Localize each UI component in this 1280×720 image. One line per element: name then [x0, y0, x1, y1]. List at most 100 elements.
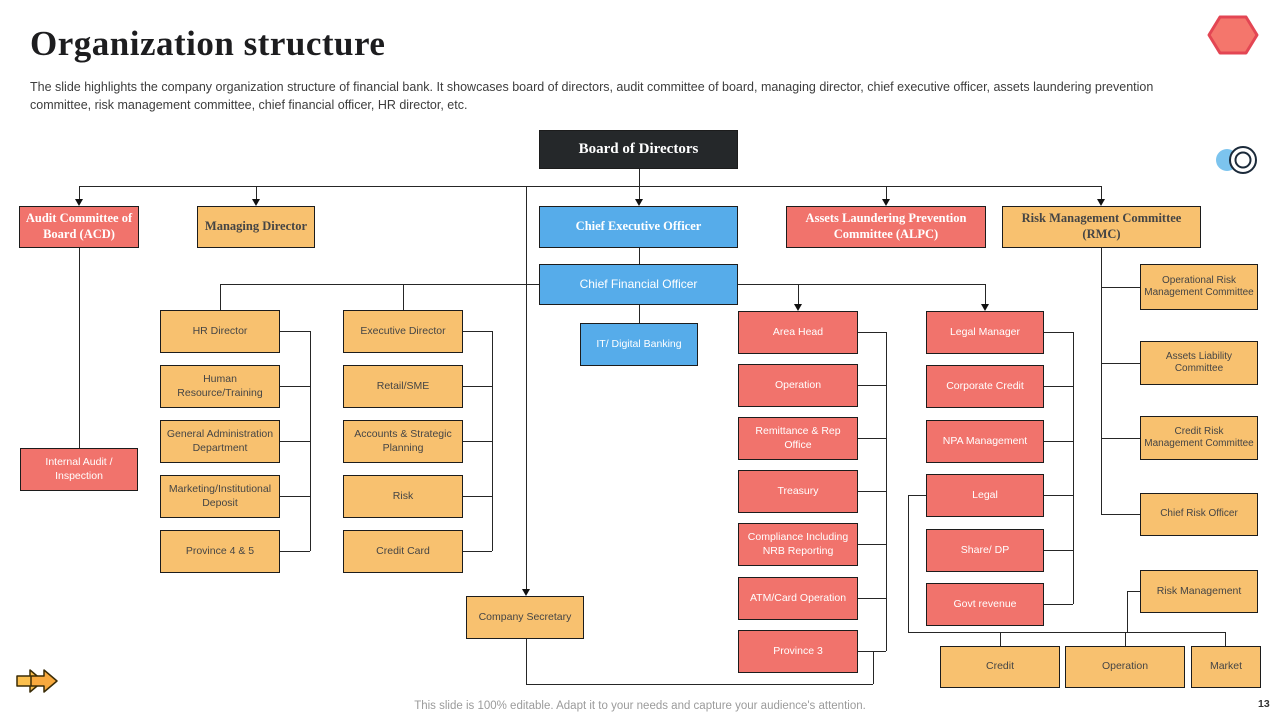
org-node-risk[interactable]: Risk [343, 475, 463, 518]
org-node-treasury[interactable]: Treasury [738, 470, 858, 513]
connector-arrow [252, 199, 260, 206]
hexagon-icon [1207, 15, 1259, 55]
connector-arrow [635, 199, 643, 206]
connector-arrow [882, 199, 890, 206]
org-node-retail-sme[interactable]: Retail/SME [343, 365, 463, 408]
org-node-share-dp[interactable]: Share/ DP [926, 529, 1044, 572]
connector-line [403, 284, 404, 310]
slide-description: The slide highlights the company organiz… [30, 80, 1154, 113]
connector-line [1101, 438, 1140, 439]
connector-arrow [75, 199, 83, 206]
connector-line [463, 386, 492, 387]
connector-line [280, 551, 310, 552]
org-node-managing-director[interactable]: Managing Director [197, 206, 315, 248]
page-title: Organization structure [30, 24, 386, 63]
org-node-general-administration[interactable]: General Administration Department [160, 420, 280, 463]
connector-line [1125, 632, 1126, 646]
org-node-executive-director[interactable]: Executive Director [343, 310, 463, 353]
org-node-audit-committee[interactable]: Audit Committee of Board (ACD) [19, 206, 139, 248]
connector-line [526, 684, 873, 685]
org-node-board-of-directors[interactable]: Board of Directors [539, 130, 738, 169]
org-node-credit-risk-committee[interactable]: Credit Risk Management Committee [1140, 416, 1258, 460]
connector-line [858, 332, 886, 333]
connector-line [908, 495, 909, 632]
org-node-area-head[interactable]: Area Head [738, 311, 858, 354]
org-node-rmc[interactable]: Risk Management Committee (RMC) [1002, 206, 1201, 248]
org-node-remittance-rep-office[interactable]: Remittance & Rep Office [738, 417, 858, 460]
org-node-risk-management[interactable]: Risk Management [1140, 570, 1258, 613]
org-node-it-digital-banking[interactable]: IT/ Digital Banking [580, 323, 698, 366]
connector-line [492, 331, 493, 551]
org-node-province-3[interactable]: Province 3 [738, 630, 858, 673]
org-node-internal-audit[interactable]: Internal Audit / Inspection [20, 448, 138, 491]
org-node-province-4-5[interactable]: Province 4 & 5 [160, 530, 280, 573]
connector-line [858, 491, 886, 492]
connector-line [256, 186, 257, 199]
connector-line [798, 284, 799, 304]
org-node-accounts-strategic-planning[interactable]: Accounts & Strategic Planning [343, 420, 463, 463]
connector-line [1101, 186, 1102, 199]
org-node-govt-revenue[interactable]: Govt revenue [926, 583, 1044, 626]
org-node-operation-area[interactable]: Operation [738, 364, 858, 407]
org-node-corporate-credit[interactable]: Corporate Credit [926, 365, 1044, 408]
org-node-assets-liability-committee[interactable]: Assets Liability Committee [1140, 341, 1258, 385]
connector-line [310, 331, 311, 551]
org-node-atm-card-operation[interactable]: ATM/Card Operation [738, 577, 858, 620]
org-node-compliance-nrb[interactable]: Compliance Including NRB Reporting [738, 523, 858, 566]
connector-line [280, 386, 310, 387]
connector-line [985, 284, 986, 304]
org-node-operational-risk-committee[interactable]: Operational Risk Management Committee [1140, 264, 1258, 310]
connector-line [280, 496, 310, 497]
footer-note: This slide is 100% editable. Adapt it to… [414, 700, 866, 712]
connector-line [1044, 604, 1073, 605]
org-node-ceo[interactable]: Chief Executive Officer [539, 206, 738, 248]
connector-line [463, 441, 492, 442]
org-node-market[interactable]: Market [1191, 646, 1261, 688]
connector-line [463, 496, 492, 497]
connector-line [1225, 632, 1226, 646]
connector-line [858, 438, 886, 439]
connector-line [220, 284, 221, 310]
connector-line [886, 332, 887, 651]
connector-line [280, 441, 310, 442]
toggle-icon[interactable] [1213, 143, 1261, 177]
org-node-chief-risk-officer[interactable]: Chief Risk Officer [1140, 493, 1258, 536]
org-node-cfo[interactable]: Chief Financial Officer [539, 264, 738, 305]
connector-line [858, 544, 886, 545]
org-node-npa-management[interactable]: NPA Management [926, 420, 1044, 463]
connector-line [1044, 441, 1073, 442]
org-node-operation-bottom[interactable]: Operation [1065, 646, 1185, 688]
org-node-human-resource-training[interactable]: Human Resource/Training [160, 365, 280, 408]
connector-line [463, 331, 492, 332]
org-node-hr-director[interactable]: HR Director [160, 310, 280, 353]
org-node-marketing-institutional-deposit[interactable]: Marketing/Institutional Deposit [160, 475, 280, 518]
connector-line [1101, 514, 1140, 515]
connector-line [526, 186, 527, 589]
connector-arrow [794, 304, 802, 311]
org-node-legal[interactable]: Legal [926, 474, 1044, 517]
org-node-legal-manager[interactable]: Legal Manager [926, 311, 1044, 354]
connector-line [1044, 550, 1073, 551]
connector-line [526, 639, 527, 684]
connector-line [908, 495, 926, 496]
org-node-credit[interactable]: Credit [940, 646, 1060, 688]
connector-line [1101, 248, 1102, 514]
page-number: 13 [1258, 698, 1270, 710]
connector-line [1000, 632, 1001, 646]
org-node-alpc[interactable]: Assets Laundering Prevention Committee (… [786, 206, 986, 248]
org-node-company-secretary[interactable]: Company Secretary [466, 596, 584, 639]
connector-line [1044, 495, 1073, 496]
connector-line [1127, 591, 1128, 632]
connector-line [908, 632, 1225, 633]
org-node-credit-card[interactable]: Credit Card [343, 530, 463, 573]
connector-line [1101, 287, 1140, 288]
connector-line [1044, 386, 1073, 387]
connector-line [738, 284, 985, 285]
connector-line [220, 284, 539, 285]
connector-line [280, 331, 310, 332]
connector-arrow [981, 304, 989, 311]
connector-line [639, 169, 640, 199]
connector-line [1101, 363, 1140, 364]
connector-arrow [1097, 199, 1105, 206]
connector-line [858, 651, 886, 652]
